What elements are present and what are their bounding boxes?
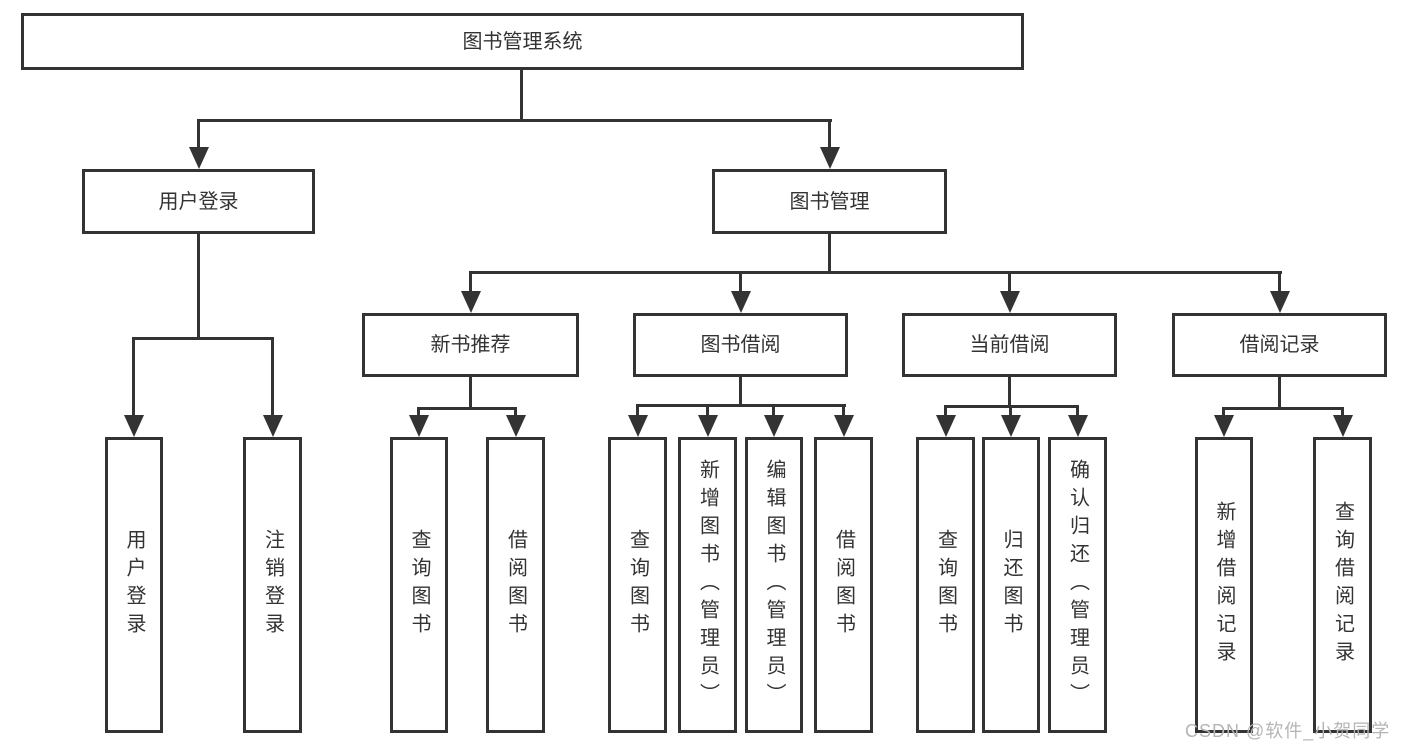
node-borrowing-records: 借阅记录	[1172, 313, 1387, 377]
connector-line	[1076, 407, 1079, 417]
node-leaf-borrow-books: 借阅图书	[814, 437, 873, 733]
csdn-watermark: CSDN @软件_小贺同学	[1185, 721, 1391, 741]
node-leaf-logout: 注销登录	[243, 437, 302, 733]
connector-line	[197, 119, 832, 122]
node-leaf-return-books: 归还图书	[982, 437, 1040, 733]
arrowhead-down	[698, 415, 718, 437]
arrowhead-down	[628, 415, 648, 437]
connector-line	[842, 406, 845, 417]
connector-line	[514, 409, 517, 417]
node-book-management: 图书管理	[712, 169, 947, 234]
connector-line	[1278, 273, 1281, 293]
node-leaf-confirm-return-admin: 确认归还（管理员）	[1048, 437, 1107, 733]
arrowhead-down	[820, 147, 840, 169]
node-library-management-system: 图书管理系统	[21, 13, 1024, 70]
node-leaf-query-books-borrow: 查询图书	[608, 437, 667, 733]
connector-line	[197, 121, 200, 149]
connector-line	[1008, 377, 1011, 408]
node-leaf-add-books-admin: 新增图书（管理员）	[678, 437, 737, 733]
arrowhead-down	[764, 415, 784, 437]
node-leaf-edit-books-admin: 编辑图书（管理员）	[745, 437, 803, 733]
connector-line	[469, 377, 472, 410]
connector-line	[772, 406, 775, 417]
connector-line	[1222, 409, 1225, 417]
arrowhead-down	[506, 415, 526, 437]
arrowhead-down	[1068, 415, 1088, 437]
connector-line	[1278, 377, 1281, 410]
arrowhead-down	[936, 415, 956, 437]
arrowhead-down	[1333, 415, 1353, 437]
connector-line	[706, 406, 709, 417]
connector-line	[197, 234, 200, 338]
arrowhead-down	[1000, 291, 1020, 313]
connector-line	[1008, 273, 1011, 293]
node-current-borrowing: 当前借阅	[902, 313, 1117, 377]
connector-line	[469, 273, 472, 293]
arrowhead-down	[189, 147, 209, 169]
node-user-login: 用户登录	[82, 169, 315, 234]
arrowhead-down	[1001, 415, 1021, 437]
connector-line	[944, 407, 947, 417]
arrowhead-down	[461, 291, 481, 313]
connector-line	[132, 337, 274, 340]
connector-line	[1222, 407, 1344, 410]
node-leaf-query-books-recommend: 查询图书	[390, 437, 448, 733]
node-new-book-recommend: 新书推荐	[362, 313, 579, 377]
connector-line	[739, 273, 742, 293]
arrowhead-down	[1270, 291, 1290, 313]
arrowhead-down	[409, 415, 429, 437]
node-leaf-query-borrow-record: 查询借阅记录	[1313, 437, 1372, 733]
connector-line	[271, 339, 274, 417]
connector-line	[469, 271, 1282, 274]
connector-line	[944, 405, 1079, 408]
arrowhead-down	[1214, 415, 1234, 437]
connector-line	[636, 406, 639, 417]
arrowhead-down	[834, 415, 854, 437]
node-book-borrowing: 图书借阅	[633, 313, 848, 377]
arrowhead-down	[124, 415, 144, 437]
node-leaf-borrow-books-recommend: 借阅图书	[486, 437, 545, 733]
node-leaf-add-borrow-record: 新增借阅记录	[1195, 437, 1253, 733]
connector-line	[828, 121, 831, 149]
connector-line	[636, 404, 846, 407]
connector-line	[1341, 409, 1344, 417]
arrowhead-down	[731, 291, 751, 313]
arrowhead-down	[263, 415, 283, 437]
connector-line	[1009, 407, 1012, 417]
connector-line	[417, 407, 517, 410]
node-leaf-query-books-current: 查询图书	[916, 437, 975, 733]
connector-line	[520, 70, 523, 121]
connector-line	[828, 234, 831, 274]
connector-line	[739, 377, 742, 407]
node-leaf-user-login: 用户登录	[105, 437, 163, 733]
connector-line	[132, 339, 135, 417]
connector-line	[417, 409, 420, 417]
